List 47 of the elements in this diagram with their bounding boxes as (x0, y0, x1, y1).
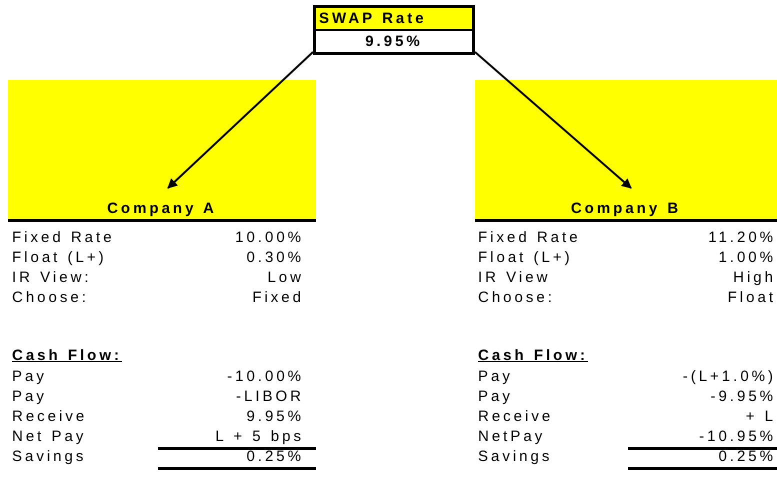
rate-value: 9.95% (364, 32, 424, 52)
table-label: Pay (478, 388, 513, 406)
table-label: Float (L+) (478, 249, 573, 267)
table-value: Float (728, 289, 776, 307)
table-label: Pay (478, 368, 513, 386)
table-value: -LIBOR (236, 388, 304, 406)
table-value: Fixed (252, 289, 304, 307)
table-value: 0.25% (246, 448, 304, 466)
table-label: Net Pay (12, 428, 86, 446)
rate-heading: SWAP Rate (316, 8, 472, 31)
table-label: Savings (12, 448, 86, 466)
table-label: Pay (12, 388, 47, 406)
table-label: Fixed Rate (478, 229, 581, 247)
table-label: Choose: (478, 289, 555, 307)
table-value: 11.20% (708, 229, 776, 247)
table-value: -(L+1.0%) (682, 368, 776, 386)
table-value: 1.00% (718, 249, 776, 267)
table-value: -10.00% (227, 368, 304, 386)
table-value: + L (746, 408, 776, 426)
table-label: Receive (12, 408, 88, 426)
table-value: Low (267, 269, 304, 287)
table-value: 0.25% (718, 448, 776, 466)
table-label: Savings (478, 448, 552, 466)
company-heading: Company B (570, 200, 682, 218)
table-value: 10.00% (235, 229, 304, 247)
table-value: High (733, 269, 776, 287)
table-label: NetPay (478, 428, 546, 446)
table-label: Float (L+) (12, 249, 107, 267)
table-label: Choose: (12, 289, 89, 307)
section-heading: Cash Flow: (12, 347, 122, 365)
rate-box (313, 5, 475, 55)
table-value: 9.95% (246, 408, 304, 426)
table-value: -9.95% (710, 388, 776, 406)
table-label: IR View (478, 269, 550, 287)
table-value: L + 5 bps (215, 428, 304, 446)
table-label: IR View: (12, 269, 92, 287)
table-value: 0.30% (246, 249, 304, 267)
section-heading: Cash Flow: (478, 347, 588, 365)
table-label: Fixed Rate (12, 229, 115, 247)
company-panel (475, 80, 777, 222)
table-value: -10.95% (699, 428, 776, 446)
arrow (474, 51, 632, 189)
arrow (167, 51, 314, 189)
table-label: Pay (12, 368, 47, 386)
table-label: Receive (478, 408, 554, 426)
company-panel (8, 80, 316, 222)
company-heading: Company A (106, 200, 218, 218)
